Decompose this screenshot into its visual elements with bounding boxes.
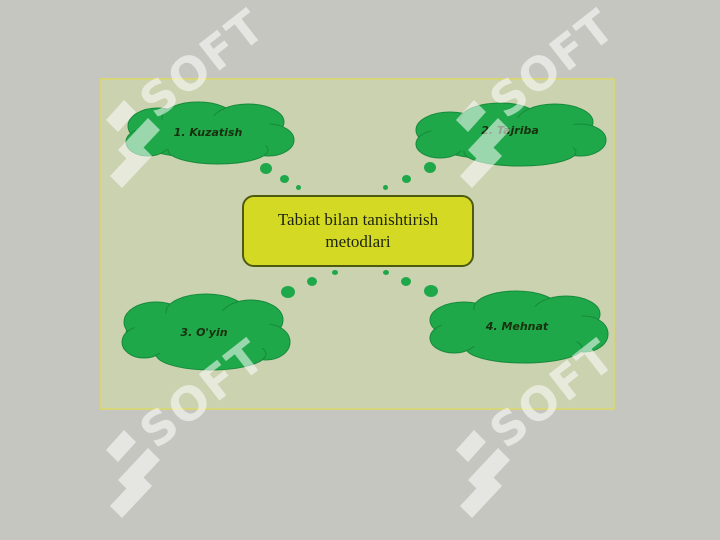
cloud-label-oyin: 3. O'yin [180, 326, 228, 339]
connector-bubble [280, 175, 289, 183]
cloud-tajriba: 2. Tajriba [410, 100, 610, 168]
connector-bubble [401, 277, 411, 286]
cloud-kuzatish: 1. Kuzatish [118, 100, 298, 166]
connector-bubble [332, 270, 338, 275]
cloud-mehnat: 4. Mehnat [424, 288, 610, 366]
cloud-oyin: 3. O'yin [116, 290, 292, 372]
connector-bubble [424, 285, 438, 297]
cloud-shape [429, 290, 609, 364]
connector-bubble [260, 163, 272, 174]
center-topic-box: Tabiat bilan tanishtirish metodlari [242, 195, 474, 267]
cloud-label-tajriba: 2. Tajriba [481, 124, 539, 137]
connector-bubble [281, 286, 295, 298]
connector-bubble [383, 270, 389, 275]
connector-bubble [383, 185, 388, 190]
connector-bubble [296, 185, 301, 190]
cloud-label-kuzatish: 1. Kuzatish [173, 126, 243, 139]
cloud-shape [121, 293, 291, 371]
connector-bubble [307, 277, 317, 286]
connector-bubble [424, 162, 436, 173]
connector-bubble [402, 175, 411, 183]
center-topic-label: Tabiat bilan tanishtirish metodlari [277, 210, 439, 251]
cloud-label-mehnat: 4. Mehnat [485, 320, 549, 333]
